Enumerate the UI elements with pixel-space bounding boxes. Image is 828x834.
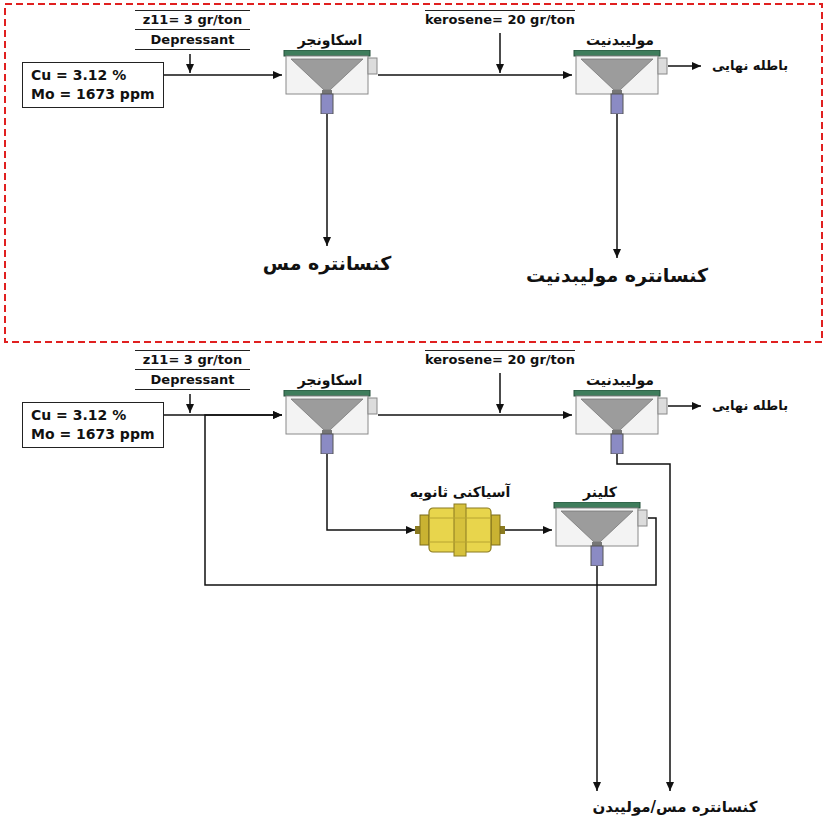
reagent-dose: kerosene= 20 gr/ton — [425, 10, 575, 29]
product-label: کنسانتره مس/مولیبدن — [555, 796, 795, 818]
feed-box: Cu = 3.12 %Mo = 1673 ppm — [22, 62, 164, 108]
unit-name: اسکاونجر — [275, 30, 385, 50]
stream-line — [505, 529, 552, 531]
reagent-dose: z11= 3 gr/ton — [135, 350, 250, 370]
feed-box: Cu = 3.12 %Mo = 1673 ppm — [22, 402, 164, 448]
reagent-arrow — [189, 394, 191, 413]
flotation-cell: مولیبدنیت — [565, 30, 675, 114]
cell-symbol — [572, 50, 668, 114]
unit-name: کلینر — [545, 482, 655, 502]
feed-grade: Cu = 3.12 % — [31, 406, 155, 425]
cell-symbol — [552, 502, 648, 566]
stream-label: باطله نهایی — [705, 57, 795, 75]
concentrate-arrow — [616, 114, 618, 258]
reagent-name: Depressant — [135, 31, 250, 50]
cell-symbol — [282, 50, 378, 114]
product-label: کنسانتره مولیبدنیت — [497, 262, 737, 288]
tailings-arrow — [668, 405, 701, 407]
unit-name: مولیبدنیت — [565, 30, 675, 50]
flotation-cell: کلینر — [545, 482, 655, 566]
reagent-dose: kerosene= 20 gr/ton — [425, 350, 575, 369]
unit-name: اسکاونجر — [275, 370, 385, 390]
feed-grade: Mo = 1673 ppm — [31, 425, 155, 444]
stream-line — [327, 454, 415, 530]
feed-grade: Cu = 3.12 % — [31, 66, 155, 85]
flotation-cell: مولیبدنیت — [565, 370, 675, 454]
mill-unit: آسیاکنی ثانویه — [405, 482, 515, 558]
unit-name: آسیاکنی ثانویه — [405, 482, 515, 502]
stream-line — [378, 414, 572, 416]
mill-symbol — [415, 502, 505, 558]
feed-grade: Mo = 1673 ppm — [31, 85, 155, 104]
tailings-arrow — [668, 65, 701, 67]
region-outline — [5, 4, 822, 342]
unit-name: مولیبدنیت — [565, 370, 675, 390]
stream-line — [378, 74, 572, 76]
cell-symbol — [282, 390, 378, 454]
stream-line — [205, 415, 656, 585]
reagent-name: Depressant — [135, 371, 250, 390]
cell-symbol — [572, 390, 668, 454]
product-label: کنسانتره مس — [247, 250, 407, 276]
reagent-dose: z11= 3 gr/ton — [135, 10, 250, 30]
concentrate-arrow — [326, 114, 328, 246]
stream-line — [164, 74, 283, 76]
flotation-cell: اسکاونجر — [275, 30, 385, 114]
stream-label: باطله نهایی — [705, 397, 795, 415]
flotation-cell: اسکاونجر — [275, 370, 385, 454]
reagent-arrow — [499, 373, 501, 413]
reagent-arrow — [189, 54, 191, 73]
reagent-arrow — [499, 33, 501, 73]
concentrate-arrow — [596, 566, 598, 791]
